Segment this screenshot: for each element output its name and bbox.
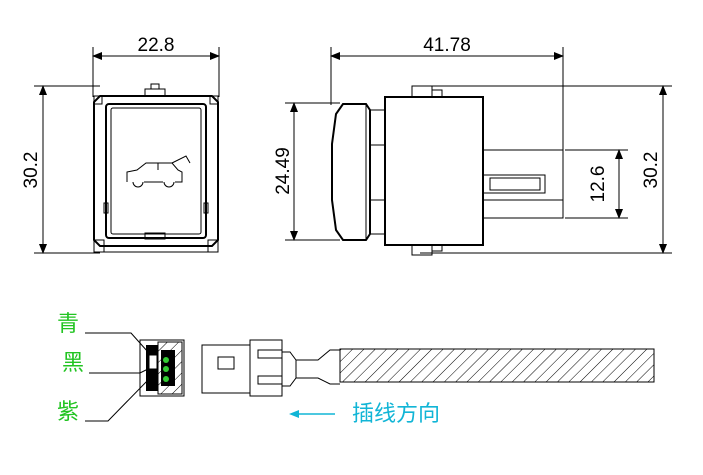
dim-front-width-label: 22.8 [138,35,175,56]
wire-label-purple: 紫 [57,400,79,425]
side-view: 41.78 24.49 30.2 12.6 [273,35,672,256]
dim-side-height-label: 30.2 [641,152,662,189]
wire-label-black: 黑 [62,351,84,376]
dimension-front-width: 22.8 [92,35,220,97]
car-tailgate-icon [126,155,191,188]
connector-socket [139,339,185,397]
front-view: 22.8 30.2 [21,35,220,254]
dim-side-length-label: 41.78 [423,35,471,56]
switch-side-body [331,85,564,256]
pin-dot-1 [163,357,169,363]
insertion-direction: 插线方向 [289,402,440,427]
wire-label-cyan: 青 [57,312,79,337]
dimension-side-length: 41.78 [330,35,564,150]
pin-dot-3 [163,376,169,382]
dimension-side-body-height: 24.49 [273,102,340,241]
dimension-front-height: 30.2 [21,85,100,254]
dim-front-height-label: 30.2 [21,152,42,189]
dim-connector-height-label: 12.6 [588,166,609,203]
dimension-connector-height: 12.6 [565,149,628,219]
pin-dot-2 [163,366,169,372]
connector-plug [201,339,340,397]
connector-diagram: 青 黑 紫 [57,312,655,427]
arrow-left-icon [289,410,335,418]
insertion-direction-label: 插线方向 [352,402,440,427]
dim-side-body-height-label: 24.49 [273,147,294,195]
switch-front-body [93,83,219,253]
dimension-side-height: 30.2 [420,85,672,254]
wire-harness [339,348,655,383]
